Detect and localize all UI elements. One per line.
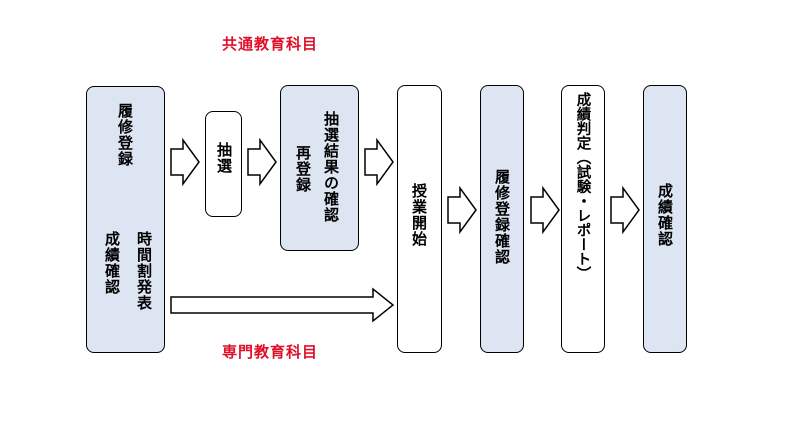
arrow-to-lottery: [170, 137, 200, 187]
lottery-label: 抽選: [215, 142, 233, 174]
class-start-box: [397, 85, 442, 353]
arrow-to-lottery-result: [247, 137, 277, 187]
registration-label: 履修登録: [116, 103, 134, 167]
arrow-to-grade-confirm: [610, 185, 640, 235]
grade-confirm-box: [643, 85, 687, 353]
registration-confirm-box: [480, 85, 524, 353]
arrow-long-to-class-start: [170, 287, 395, 323]
arrow-to-grading: [530, 185, 560, 235]
lottery-result-box: [280, 85, 359, 251]
common-subjects-label: 共通教育科目: [222, 35, 319, 53]
class-start-label: 授業開始: [410, 183, 428, 247]
timetable-announcement-label: 時間割発表: [135, 231, 153, 311]
arrow-to-class-start-upper: [364, 137, 394, 187]
specialized-subjects-label: 専門教育科目: [222, 343, 319, 361]
registration-confirm-label: 履修登録確認: [493, 169, 511, 265]
lottery-result-label: 抽選結果の確認: [322, 111, 340, 223]
grading-box: [561, 85, 605, 353]
registration-box: [86, 86, 165, 353]
grade-confirm-label: 成績確認: [656, 183, 674, 247]
grading-label: 成績判定（試験・レポート）: [574, 92, 591, 281]
lottery-box: [205, 111, 242, 217]
arrow-to-registration-confirm: [447, 185, 477, 235]
re-registration-label: 再登録: [294, 145, 312, 193]
grade-check-label: 成績確認: [103, 231, 121, 295]
